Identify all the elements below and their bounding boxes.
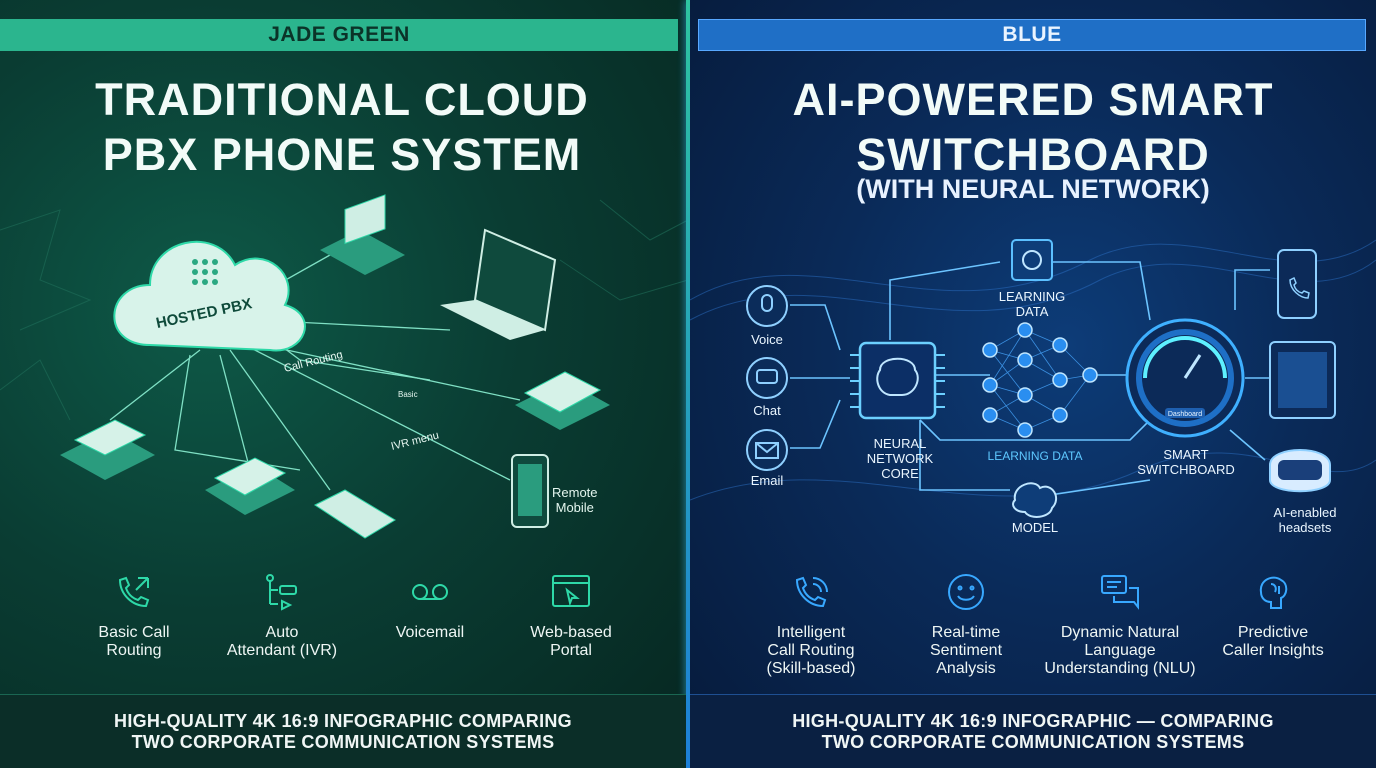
web-portal-icon — [552, 575, 590, 607]
email-label: Email — [750, 473, 784, 488]
desk-phone-right — [515, 371, 610, 430]
background-network — [0, 199, 688, 421]
ai-switchboard-diagram: Dashboard LEARNING DATA — [690, 239, 1376, 518]
left-title-line2: PBX PHONE SYSTEM — [102, 129, 582, 180]
left-footer: HIGH-QUALITY 4K 16:9 INFOGRAPHIC COMPARI… — [0, 694, 686, 768]
feature-web-portal: Web-based Portal — [515, 570, 627, 660]
feature-auto-attendant: Auto Attendant (IVR) — [214, 570, 350, 660]
right-title: AI-POWERED SMART SWITCHBOARD — [690, 72, 1376, 182]
vr-headset-icon — [1269, 449, 1331, 493]
feature-nlu: Dynamic Natural Language Understanding (… — [1038, 570, 1202, 678]
desk-phone-bottom — [205, 457, 295, 515]
flow-arrows — [790, 261, 1270, 496]
right-title-line1: AI-POWERED SMART — [792, 74, 1274, 125]
intelligent-routing-icon — [795, 576, 828, 608]
neural-network-core-chip — [850, 341, 945, 420]
left-panel: JADE GREEN TRADITIONAL CLOUD PBX PHONE S… — [0, 0, 688, 768]
chat-channel-icon — [746, 357, 788, 399]
remote-mobile-label: Remote Mobile — [552, 485, 598, 515]
smartphone-device-icon — [1277, 249, 1317, 319]
left-title-line1: TRADITIONAL CLOUD — [95, 74, 589, 125]
smart-switchboard-label: SMART SWITCHBOARD — [1137, 447, 1235, 477]
phone-routing-icon — [118, 576, 150, 608]
smart-switchboard-dial: Dashboard — [1125, 318, 1245, 438]
feature-sentiment-analysis: Real-time Sentiment Analysis — [904, 570, 1028, 678]
hosted-pbx-cloud: HOSTED PBX — [113, 240, 306, 352]
neural-network-core-label: NEURAL NETWORK CORE — [866, 436, 934, 481]
laptop-icon — [440, 228, 557, 340]
learning-data-top-label: LEARNING DATA — [998, 289, 1066, 319]
right-subtitle: (WITH NEURAL NETWORK) — [856, 174, 1210, 204]
panel-divider — [686, 0, 690, 768]
voicemail-icon — [412, 584, 448, 600]
nlu-chat-icon — [1101, 575, 1139, 610]
right-panel: BLUE AI-POWERED SMART SWITCHBOARD (WITH … — [690, 0, 1376, 768]
neural-network-graph — [982, 322, 1098, 438]
basic-label: Basic — [398, 390, 418, 399]
tablet-device-icon — [1269, 341, 1336, 419]
ai-headsets-label: AI-enabled headsets — [1273, 505, 1337, 535]
mobile-phone-icon — [511, 454, 549, 528]
feature-predictive-insights: Predictive Caller Insights — [1212, 570, 1334, 660]
feature-intelligent-call-routing: Intelligent Call Routing (Skill-based) — [746, 570, 876, 678]
feature-voicemail: Voicemail — [380, 570, 480, 642]
auto-attendant-icon — [266, 574, 297, 611]
handset-phone-icon — [314, 489, 396, 539]
pbx-diagram: HOSTED PBX — [0, 194, 688, 539]
left-title: TRADITIONAL CLOUD PBX PHONE SYSTEM — [0, 72, 686, 182]
desk-phone-top — [320, 194, 405, 275]
voice-channel-icon — [746, 285, 788, 327]
email-channel-icon — [746, 429, 788, 471]
cloud-grid-icon — [192, 259, 218, 285]
predictive-brain-icon — [1259, 576, 1288, 609]
learning-data-icon — [1011, 239, 1053, 281]
dashboard-label: Dashboard — [1168, 411, 1202, 418]
ivr-menu-label: IVR menu — [390, 429, 440, 452]
right-footer: HIGH-QUALITY 4K 16:9 INFOGRAPHIC — COMPA… — [690, 694, 1376, 768]
right-banner: BLUE — [698, 19, 1366, 51]
desk-phone-left — [60, 419, 155, 480]
call-routing-label: Call Routing — [283, 349, 344, 375]
sentiment-icon — [948, 574, 984, 610]
feature-basic-call-routing: Basic Call Routing — [74, 570, 194, 660]
model-brain-icon — [1012, 482, 1058, 518]
right-title-line2: SWITCHBOARD — [856, 129, 1210, 180]
voice-label: Voice — [751, 332, 783, 347]
learning-data-mid-label: LEARNING DATA — [988, 449, 1083, 463]
model-label: MODEL — [1011, 520, 1059, 535]
chat-label: Chat — [753, 403, 781, 418]
left-banner: JADE GREEN — [0, 19, 678, 51]
